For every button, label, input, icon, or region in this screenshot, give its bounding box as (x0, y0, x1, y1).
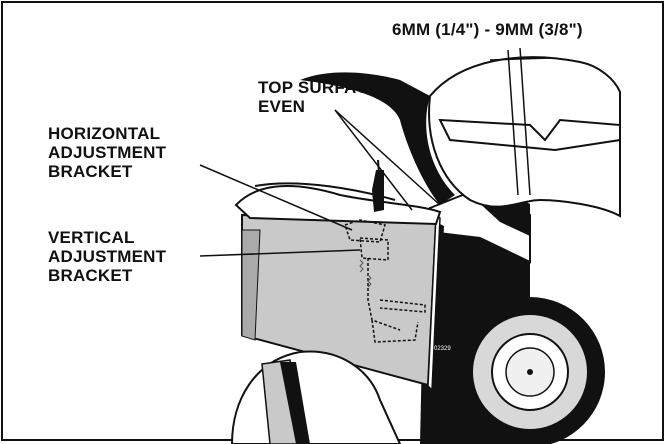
vertical-bracket-line-1: VERTICAL (48, 228, 135, 247)
horizontal-bracket-line-1: HORIZONTAL (48, 124, 161, 143)
top-surfaces-line-2: EVEN (258, 97, 306, 116)
top-surfaces-line-1: TOP SURFACES (258, 78, 393, 97)
horizontal-bracket-line-2: ADJUSTMENT (48, 143, 167, 162)
measurement-label: 6MM (1/4") - 9MM (3/8") (392, 20, 583, 39)
horizontal-bracket-line-3: BRACKET (48, 162, 133, 181)
hidden-brackets (344, 219, 426, 343)
vertical-bracket-line-3: BRACKET (48, 266, 133, 285)
leader-lines (199, 109, 441, 257)
detail-magnifier-bottom (230, 350, 402, 444)
rear-wheel (455, 297, 605, 444)
horizontal-bracket-label: HORIZONTAL ADJUSTMENT BRACKET (48, 124, 166, 181)
chute-pipe (372, 170, 384, 212)
detail-magnifier-top (428, 47, 621, 218)
vertical-bracket-label: VERTICAL ADJUSTMENT BRACKET (48, 228, 166, 285)
top-surfaces-label: TOP SURFACES EVEN (258, 78, 392, 116)
vertical-bracket-line-2: ADJUSTMENT (48, 247, 167, 266)
figure-number: 02329 (434, 346, 451, 352)
bagger-lid (234, 184, 442, 226)
measurement-text: 6MM (1/4") - 9MM (3/8") (392, 20, 583, 39)
